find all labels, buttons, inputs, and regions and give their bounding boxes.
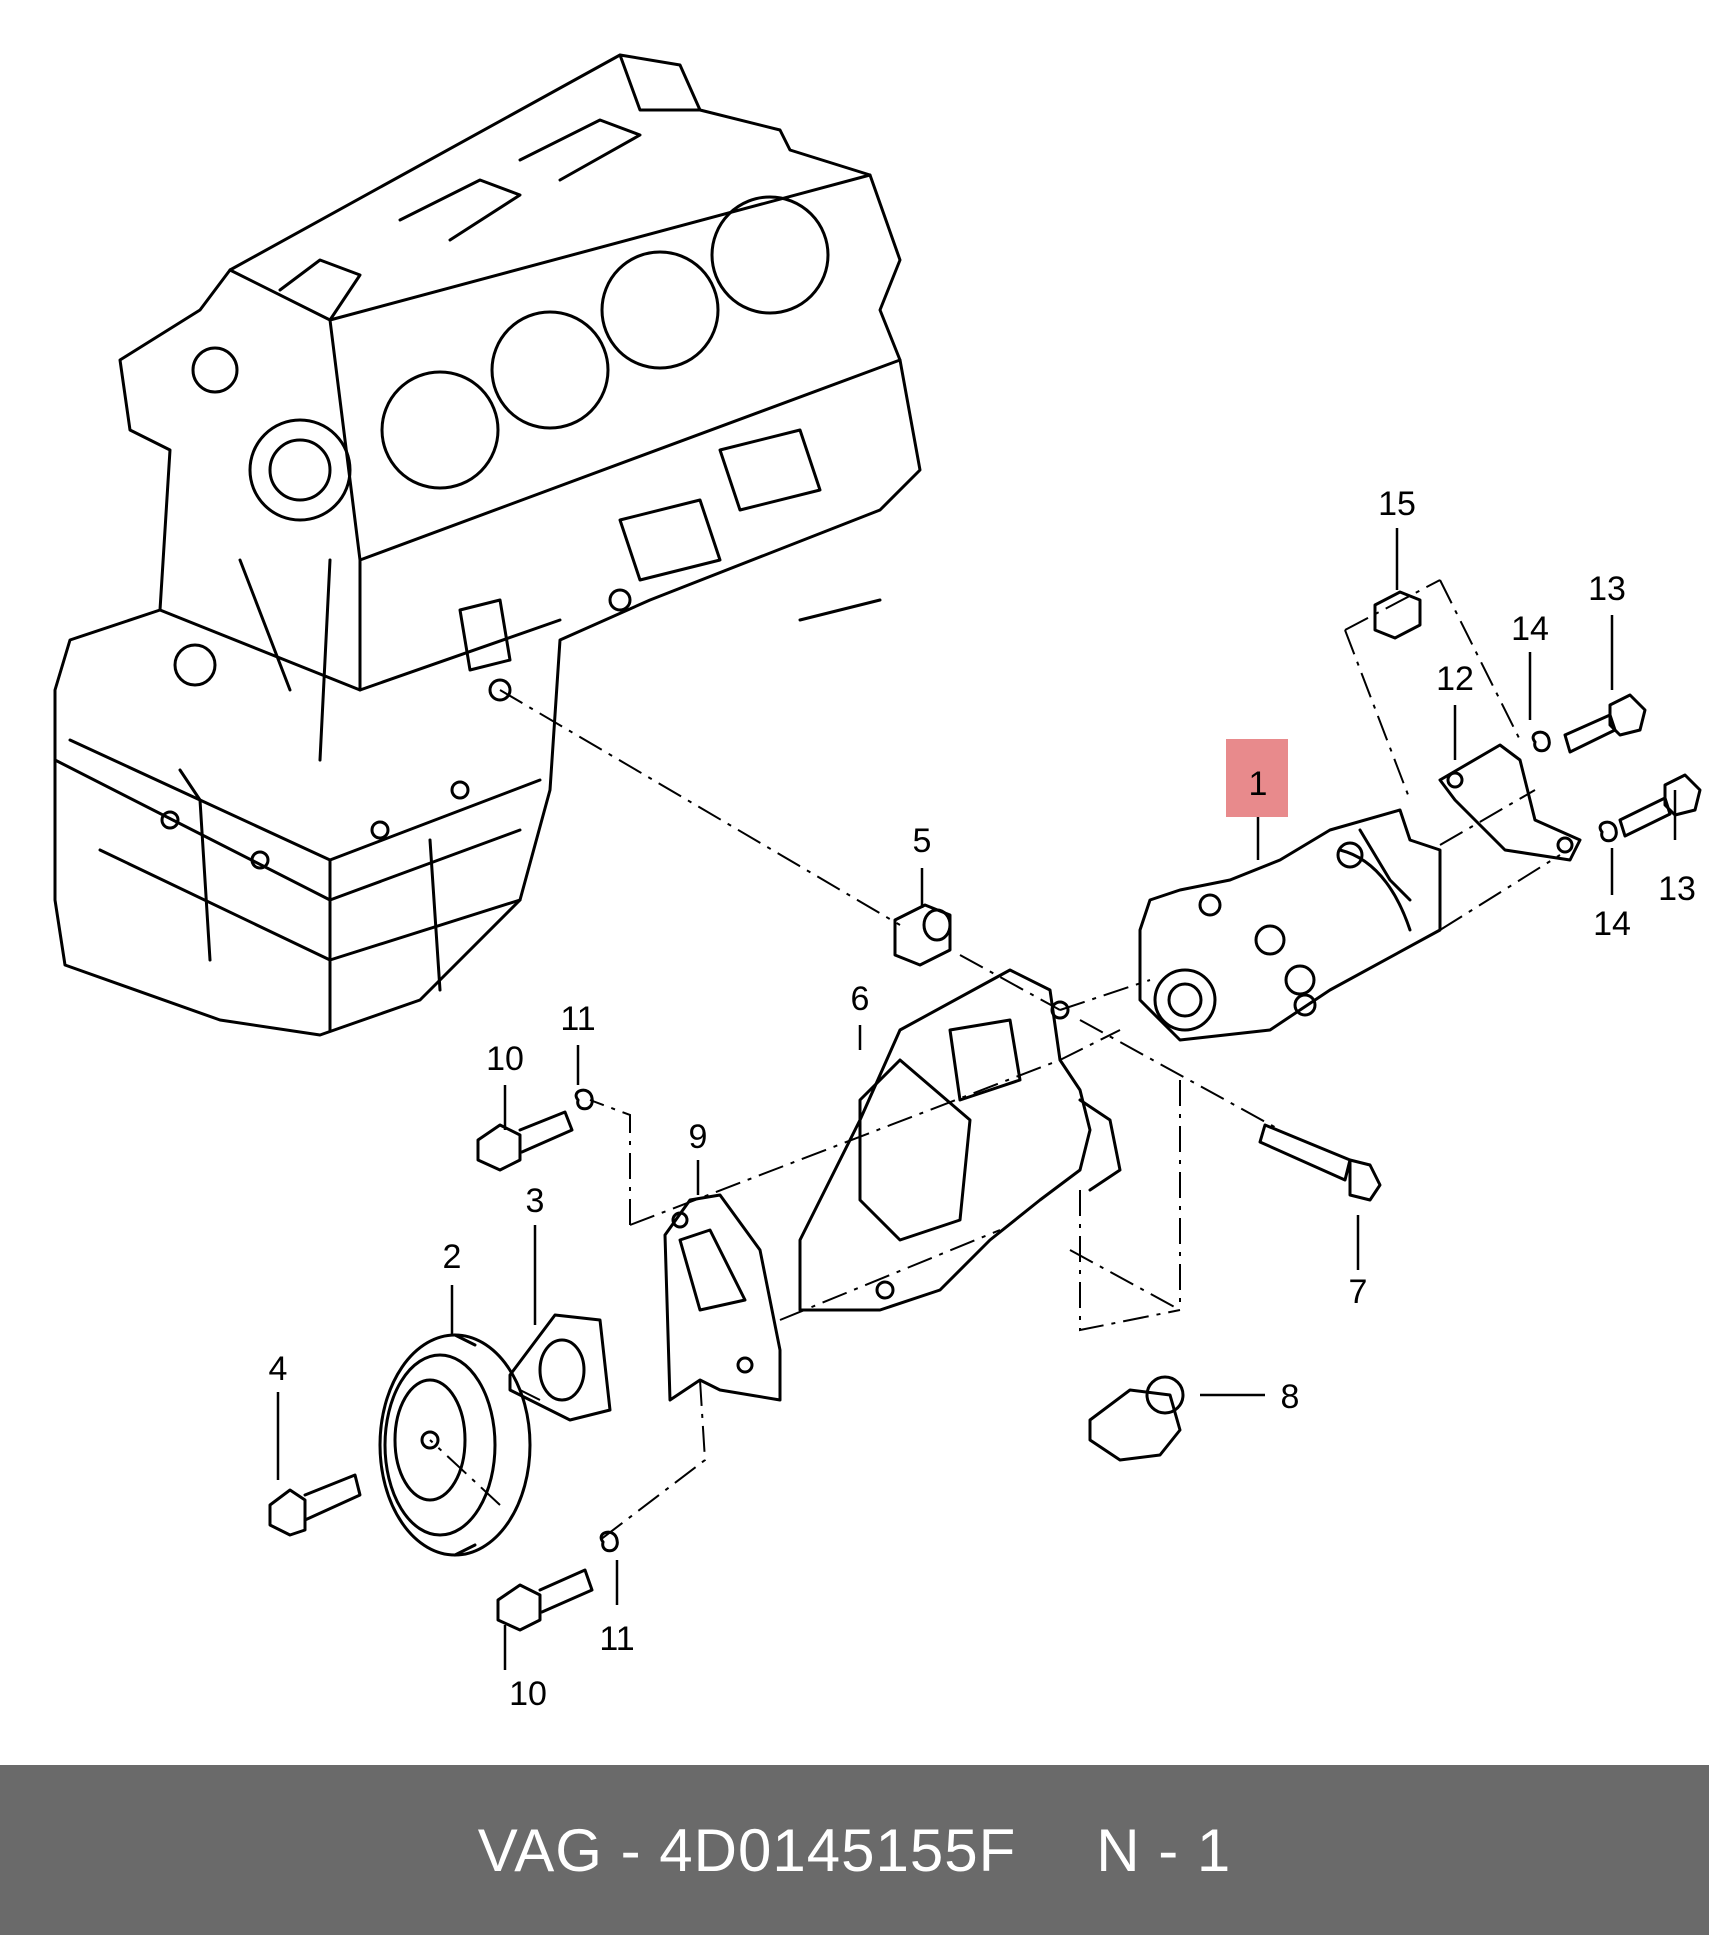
callout-4: 4: [269, 1350, 288, 1388]
callout-11-lower: 11: [599, 1620, 634, 1658]
callout-15: 15: [1378, 485, 1416, 523]
pump-bracket: [798, 968, 1122, 1312]
bolt-13-lower: [1598, 773, 1702, 843]
part-number: VAG - 4D0145155F: [477, 1816, 1017, 1884]
callout-13-upper: 13: [1588, 570, 1626, 608]
pulley: [378, 1333, 532, 1557]
leader-lines: [276, 528, 1677, 1670]
callout-13-lower: 13: [1658, 870, 1696, 908]
callout-10-lower: 10: [509, 1675, 547, 1713]
callout-6: 6: [851, 980, 870, 1018]
callout-1: 1: [1249, 765, 1268, 803]
bolt-10-upper: [476, 1088, 594, 1172]
assembly-lines: [429, 579, 1561, 1541]
bolt-13-upper: [1531, 693, 1647, 754]
callout-11-upper: 11: [560, 1000, 595, 1038]
callout-2: 2: [443, 1238, 462, 1276]
parts-diagram: 1 2 3 4 5 6 7 8 9 10 10 11 11 12 13 13 1…: [53, 53, 1702, 1713]
callout-7: 7: [1349, 1273, 1368, 1311]
callouts: 1 2 3 4 5 6 7 8 9 10 10 11 11 12 13 13 1…: [269, 485, 1696, 1713]
bracket-12: [1438, 743, 1582, 862]
callout-10-upper: 10: [486, 1040, 524, 1078]
mounting-plate: [663, 1193, 782, 1402]
engine-block: [53, 53, 922, 1037]
quantity: N - 1: [1096, 1816, 1232, 1884]
spacer-5: [893, 903, 952, 967]
callout-12: 12: [1436, 660, 1474, 698]
sleeve-15: [1373, 590, 1422, 640]
bolt-7: [1258, 1123, 1382, 1202]
power-steering-pump: [1138, 808, 1442, 1042]
callout-3: 3: [526, 1182, 545, 1220]
highlight-box: [1226, 739, 1288, 817]
footer-bar: VAG - 4D0145155F N - 1: [0, 1765, 1709, 1935]
gasket: [508, 1313, 612, 1422]
callout-14-upper: 14: [1511, 610, 1549, 648]
clip-8: [1088, 1375, 1185, 1462]
bolt-4: [268, 1473, 362, 1537]
callout-5: 5: [913, 822, 932, 860]
callout-9: 9: [689, 1118, 708, 1156]
callout-8: 8: [1281, 1378, 1300, 1416]
bolt-10-lower: [496, 1530, 619, 1632]
callout-14-lower: 14: [1593, 905, 1631, 943]
